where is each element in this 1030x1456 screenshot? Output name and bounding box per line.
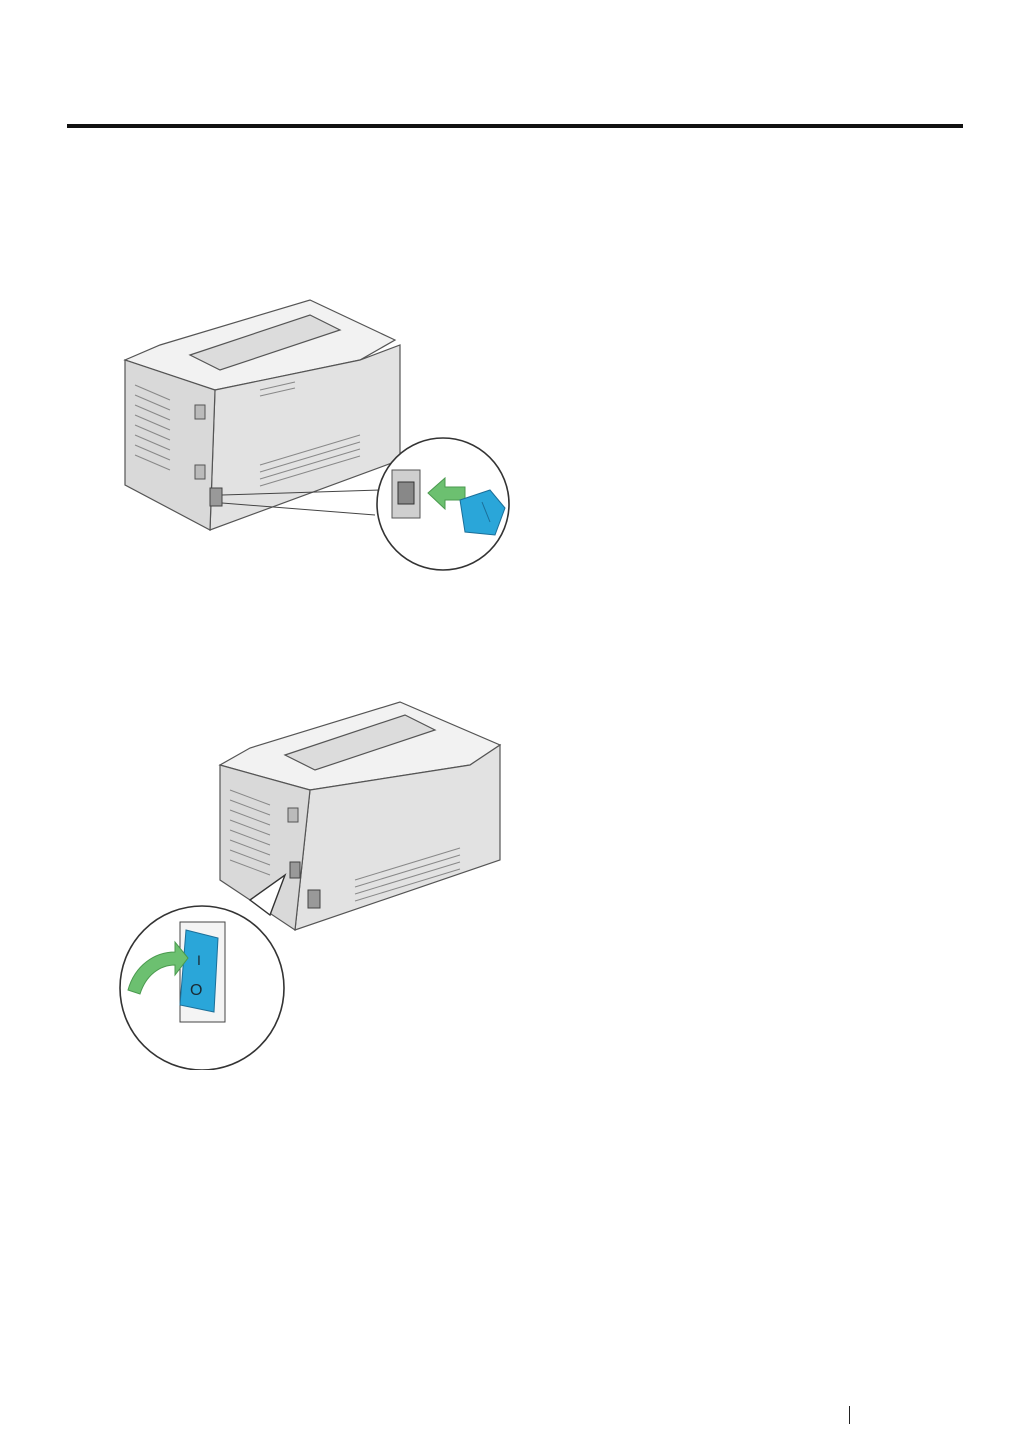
switch-off-label: O: [190, 982, 202, 999]
printer-rear-power-switch-icon: I O: [100, 690, 520, 1070]
power-cable-illustration: [110, 290, 530, 580]
switch-on-label: I: [197, 952, 201, 968]
footer-page-marker: [849, 1406, 850, 1424]
power-switch-illustration: I O: [100, 690, 520, 1070]
printer-rear-power-plug-icon: [110, 290, 530, 580]
header-rule: [67, 124, 963, 128]
